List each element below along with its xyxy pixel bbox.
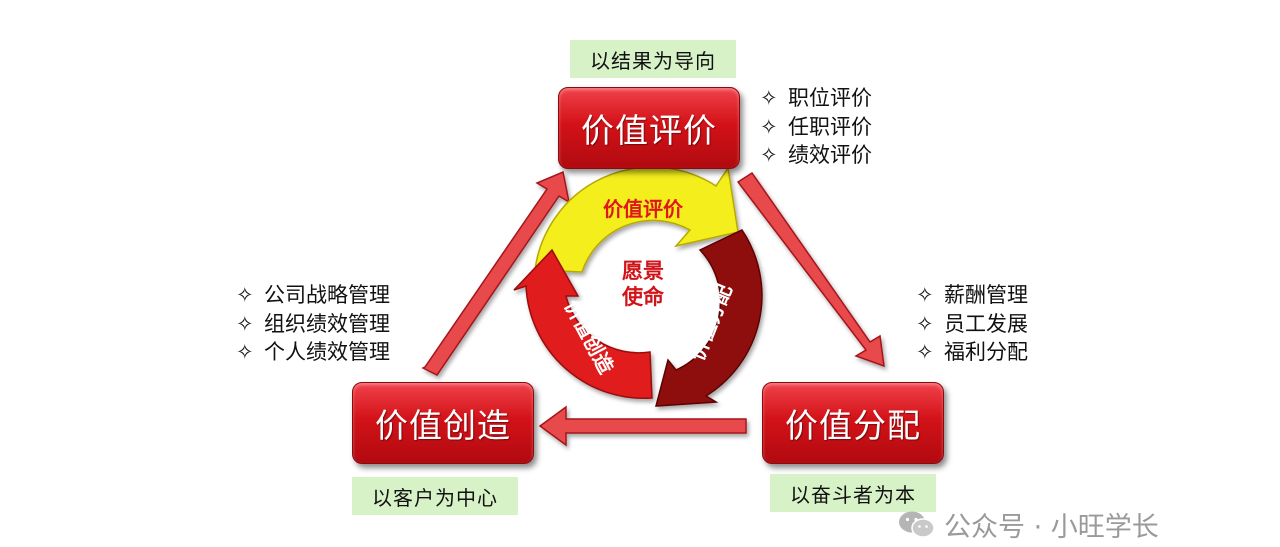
watermark: 公众号 · 小旺学长 <box>898 505 1159 544</box>
bullet-item: ✧公司战略管理 <box>236 281 390 310</box>
bullet-star-icon: ✧ <box>236 311 254 336</box>
bullets-evaluation: ✧职位评价 ✧任职评价 ✧绩效评价 <box>760 84 872 170</box>
cycle-arc-create <box>513 248 653 400</box>
bullet-star-icon: ✧ <box>760 86 778 110</box>
cycle-arc-evaluate <box>534 165 739 273</box>
bullets-distribution: ✧薪酬管理 ✧员工发展 ✧福利分配 <box>916 281 1028 367</box>
bullet-item: ✧个人绩效管理 <box>236 338 390 367</box>
bullet-star-icon: ✧ <box>236 283 254 307</box>
tag-result-oriented: 以结果为导向 <box>570 40 736 78</box>
cycle-diagram <box>513 165 763 407</box>
box-value-distribution: 价值分配 <box>762 382 944 464</box>
bullet-item: ✧绩效评价 <box>760 141 872 170</box>
bullet-star-icon: ✧ <box>916 283 934 307</box>
bullet-star-icon: ✧ <box>760 143 778 167</box>
tag-striver-based: 以奋斗者为本 <box>770 474 936 512</box>
center-line2: 使命 <box>621 285 665 309</box>
box-value-creation: 价值创造 <box>352 382 534 464</box>
bullet-star-icon: ✧ <box>916 340 934 364</box>
bullet-item: ✧员工发展 <box>916 310 1028 339</box>
bullet-star-icon: ✧ <box>760 114 778 139</box>
arrow-distribute-to-create <box>538 405 747 447</box>
arrow-create-to-evaluate <box>421 170 571 376</box>
wechat-icon <box>898 510 936 540</box>
arc-label-evaluate: 价值评价 <box>603 197 684 221</box>
bullet-star-icon: ✧ <box>916 311 934 336</box>
arrow-evaluate-to-distribute <box>736 171 885 368</box>
bullet-item: ✧职位评价 <box>760 84 872 113</box>
bullet-item: ✧薪酬管理 <box>916 281 1028 310</box>
bullet-star-icon: ✧ <box>236 340 254 364</box>
bullet-item: ✧组织绩效管理 <box>236 310 390 339</box>
bullet-item: ✧福利分配 <box>916 338 1028 367</box>
center-line1: 愿景 <box>622 259 664 283</box>
watermark-text: 公众号 · 小旺学长 <box>944 512 1159 543</box>
bullet-item: ✧任职评价 <box>760 113 872 142</box>
tag-customer-centric: 以客户为中心 <box>352 477 518 515</box>
cycle-arc-distribute <box>655 229 763 407</box>
box-value-evaluation: 价值评价 <box>558 87 740 169</box>
bullets-creation: ✧公司战略管理 ✧组织绩效管理 ✧个人绩效管理 <box>236 281 390 367</box>
